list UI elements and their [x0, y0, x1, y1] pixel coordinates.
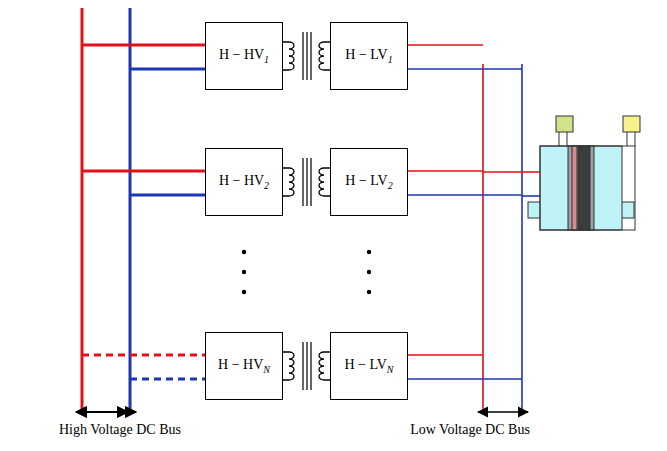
converter-box: H − HV1 [205, 22, 283, 90]
transformer-core [306, 342, 307, 390]
transformer-coil [319, 352, 330, 380]
box-label: H − HV1 [219, 47, 269, 65]
load-wire [522, 195, 540, 197]
lv-bus-positive [482, 64, 484, 410]
bus-label: Low Voltage DC Bus [409, 422, 531, 438]
box-label: H − HVN [218, 357, 270, 375]
hv-wire [82, 354, 205, 357]
box-label: H − LVN [344, 357, 393, 375]
lv-wire [408, 170, 483, 172]
width-arrow [478, 411, 528, 413]
lv-wire [408, 194, 522, 196]
transformer-coil [319, 42, 330, 70]
transformer-core [306, 32, 307, 80]
transformer-core [310, 32, 311, 80]
bus-label: High Voltage DC Bus [58, 422, 182, 438]
converter-box: H − LV1 [330, 22, 408, 90]
converter-box: H − HVN [205, 332, 283, 400]
hv-wire [82, 170, 205, 173]
transformer-coil [283, 168, 294, 196]
bus-wires [82, 32, 522, 390]
box-label: H − LV2 [345, 173, 392, 191]
lv-wire [408, 354, 483, 356]
hv-wire [130, 194, 205, 197]
converter-box: H − HV2 [205, 148, 283, 216]
hv-bus-positive [81, 8, 84, 410]
transformer-core [302, 158, 303, 206]
transformer-coil [283, 352, 294, 380]
transformer-core [306, 158, 307, 206]
transformer-core [310, 342, 311, 390]
transformer-core [302, 32, 303, 80]
box-label: H − LV1 [345, 47, 392, 65]
lv-bus-negative [521, 64, 523, 410]
box-label: H − HV2 [219, 173, 269, 191]
lv-wire [408, 378, 522, 380]
load-wire [483, 171, 540, 173]
transformer-coil [283, 42, 294, 70]
width-arrow [86, 411, 136, 413]
converter-box: H − LVN [330, 332, 408, 400]
transformer-core [310, 158, 311, 206]
transformer-coil [319, 168, 330, 196]
lv-wire [408, 44, 483, 46]
hv-wire [130, 378, 205, 381]
continuation-dots [242, 250, 371, 294]
hv-wire [130, 68, 205, 71]
transformer-core [302, 342, 303, 390]
converter-box: H − LV2 [330, 148, 408, 216]
cell-stack [528, 116, 640, 230]
hv-wire [82, 44, 205, 47]
lv-wire [408, 68, 522, 70]
